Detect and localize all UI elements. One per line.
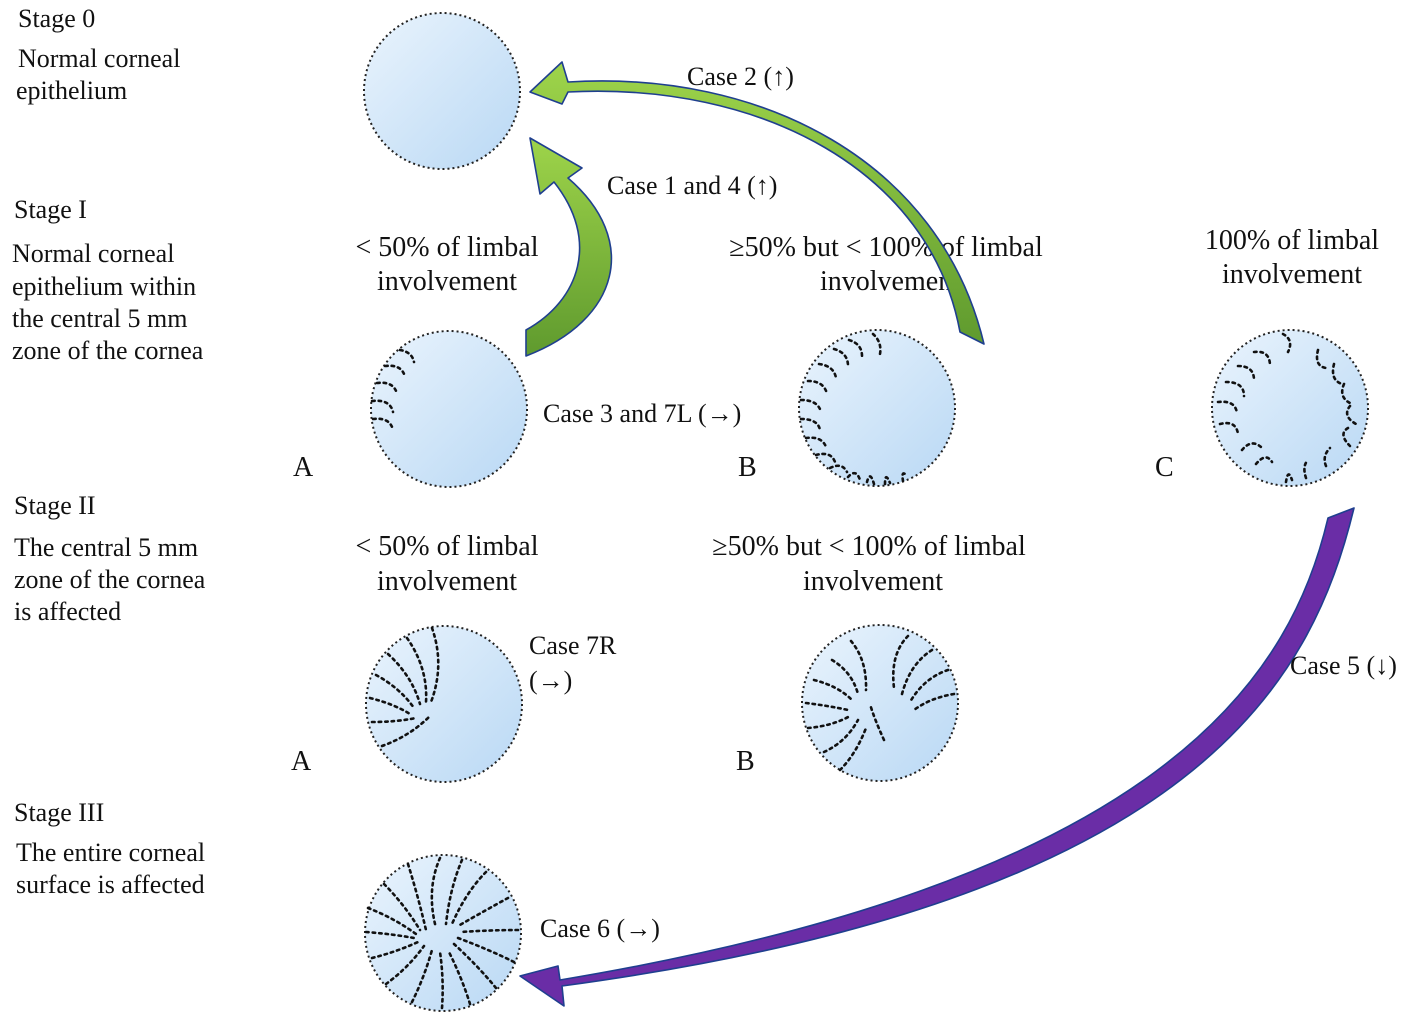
case-7r-label-line-2: (→) (529, 666, 572, 695)
stage-2-letter-b: B (736, 746, 755, 777)
cornea-stage-1b (798, 329, 956, 487)
stage-0-desc-line-2: epithelium (16, 76, 127, 105)
cornea-stage-2b (801, 624, 959, 782)
stage-2a-involvement-line-1: < 50% of limbal (356, 531, 539, 562)
stage-3-block: Stage III The entire corneal surface is … (14, 798, 205, 899)
stage-1a-involvement-line-1: < 50% of limbal (356, 232, 539, 263)
stage-2-desc-line-3: is affected (14, 597, 121, 626)
stage-1-letter-c: C (1155, 452, 1174, 483)
stage-1-desc-line-3: the central 5 mm (12, 304, 187, 333)
stage-0-block: Stage 0 Normal corneal epithelium (16, 4, 180, 105)
stage-1-desc-line-2: epithelium within (12, 272, 196, 301)
case-3-and-7l-label: Case 3 and 7L (→) (543, 399, 741, 428)
stage-1-desc-line-1: Normal corneal (12, 239, 174, 268)
stage-1-block: Stage I Normal corneal epithelium within… (12, 195, 204, 365)
stage-0-title: Stage 0 (18, 4, 95, 33)
stage-2b-involvement-line-1: ≥50% but < 100% of limbal (712, 531, 1026, 562)
stage-2-desc-line-2: zone of the cornea (14, 565, 206, 594)
stage-2a-involvement-line-2: involvement (377, 566, 517, 597)
stage-1c-involvement-line-1: 100% of limbal (1205, 225, 1379, 256)
arrow-case-5 (519, 507, 1355, 1007)
cornea-stage-1a (370, 330, 528, 488)
stage-1c-involvement-line-2: involvement (1222, 259, 1362, 290)
arrow-case-1-and-4 (525, 137, 613, 357)
case-6-label: Case 6 (→) (540, 914, 660, 943)
stage-3-desc-line-1: The entire corneal (16, 838, 205, 867)
stage-2-desc-line-1: The central 5 mm (14, 533, 198, 562)
stage-1-desc-line-4: zone of the cornea (12, 336, 204, 365)
case-2-label: Case 2 (↑) (687, 62, 794, 91)
stage-1b-involvement-line-1: ≥50% but < 100% of limbal (729, 232, 1043, 263)
cornea-stage-3 (364, 854, 522, 1012)
stage-1-letter-a: A (293, 452, 314, 483)
case-5-label: Case 5 (↓) (1290, 651, 1397, 680)
stage-2-title: Stage II (14, 491, 96, 520)
stage-1b-involvement-line-2: involvement (820, 266, 960, 297)
stage-2-block: Stage II The central 5 mm zone of the co… (14, 491, 206, 626)
case-1-and-4-label: Case 1 and 4 (↑) (607, 171, 777, 200)
case-7r-label-line-1: Case 7R (529, 631, 617, 660)
stage-0-desc-line-1: Normal corneal (18, 44, 180, 73)
stage-1a-involvement-line-2: involvement (377, 266, 517, 297)
stage-3-desc-line-2: surface is affected (16, 870, 205, 899)
cornea-stage-1c (1211, 329, 1369, 487)
cornea-stage-2a (365, 625, 523, 783)
arrow-case-2 (529, 61, 985, 345)
stage-1-letter-b: B (738, 452, 757, 483)
stage-1-title: Stage I (14, 195, 87, 224)
cornea-stage-0 (363, 12, 521, 170)
stage-3-title: Stage III (14, 798, 104, 827)
stage-2-letter-a: A (291, 746, 312, 777)
stage-2b-involvement-line-2: involvement (803, 566, 943, 597)
